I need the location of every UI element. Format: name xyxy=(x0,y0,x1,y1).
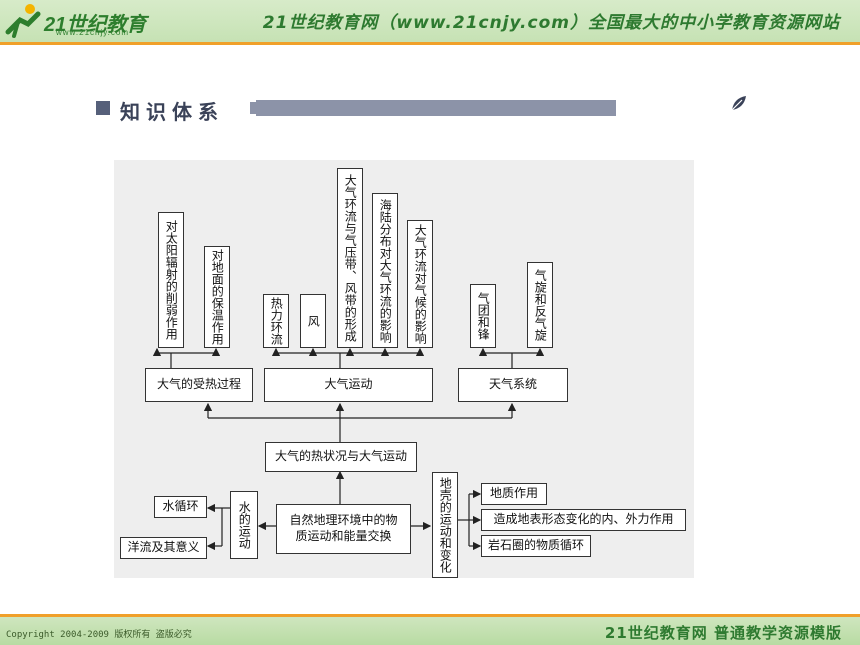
box-ocean-currents: 洋流及其意义 xyxy=(120,537,207,559)
box-pressure-belts: 大气环流与气压带、风带的形成 xyxy=(337,168,363,348)
box-climate-impact: 大气环流对气候的影响 xyxy=(407,220,433,348)
box-heating-process: 大气的受热过程 xyxy=(145,368,253,402)
footer-brand: 21世纪教育网 普通教学资源模版 xyxy=(604,624,842,642)
box-solar-weakening: 对太阳辐射的削弱作用 xyxy=(158,212,184,348)
footer-divider xyxy=(0,614,860,617)
copyright-text: Copyright 2004-2009 版权所有 盗版必究 xyxy=(6,630,192,640)
section-bullet-icon xyxy=(96,101,110,115)
box-weather-systems: 天气系统 xyxy=(458,368,568,402)
box-landform-forces: 造成地表形态变化的内、外力作用 xyxy=(481,509,686,531)
footer-bar: Copyright 2004-2009 版权所有 盗版必究 21世纪教育网 普通… xyxy=(0,617,860,645)
site-logo[interactable]: 21世纪教育 www.21cnjy.com xyxy=(4,2,154,40)
logo-text: 21世纪教育 xyxy=(44,14,147,36)
box-heat-and-motion: 大气的热状况与大气运动 xyxy=(265,442,417,472)
logo-url: www.21cnjy.com xyxy=(56,28,129,37)
box-atmospheric-motion: 大气运动 xyxy=(264,368,433,402)
box-thermal-circulation: 热力环流 xyxy=(263,294,289,348)
knowledge-diagram: 对太阳辐射的削弱作用 对地面的保温作用 热力环流 风 大气环流与气压带、风带的形… xyxy=(114,160,694,578)
box-land-sea: 海陆分布对大气环流的影响 xyxy=(372,193,398,348)
leaf-icon xyxy=(722,86,756,120)
section-stripe-cap xyxy=(250,102,256,114)
runner-icon xyxy=(5,4,41,38)
header-bar: 21世纪教育 www.21cnjy.com 21世纪教育网（www.21cnjy… xyxy=(0,0,860,42)
diagram-connectors xyxy=(152,347,545,551)
box-rock-cycle: 岩石圈的物质循环 xyxy=(481,535,591,557)
header-divider xyxy=(0,42,860,45)
section-title: 知识体系 xyxy=(120,100,224,124)
box-ground-insulation: 对地面的保温作用 xyxy=(204,246,230,348)
box-core-exchange: 自然地理环境中的物质运动和能量交换 xyxy=(276,504,411,554)
box-cyclone: 气旋和反气旋 xyxy=(527,262,553,348)
box-crust-motion: 地壳的运动和变化 xyxy=(432,472,458,578)
box-water-cycle: 水循环 xyxy=(154,496,207,518)
site-slogan: 21世纪教育网（www.21cnjy.com）全国最大的中小学教育资源网站 xyxy=(262,13,840,33)
box-geologic-action: 地质作用 xyxy=(481,483,547,505)
section-stripe xyxy=(256,86,756,120)
box-wind: 风 xyxy=(300,294,326,348)
box-air-mass-front: 气团和锋 xyxy=(470,284,496,348)
section-header: 知识体系 xyxy=(96,86,756,124)
box-water-motion: 水的运动 xyxy=(230,491,258,559)
